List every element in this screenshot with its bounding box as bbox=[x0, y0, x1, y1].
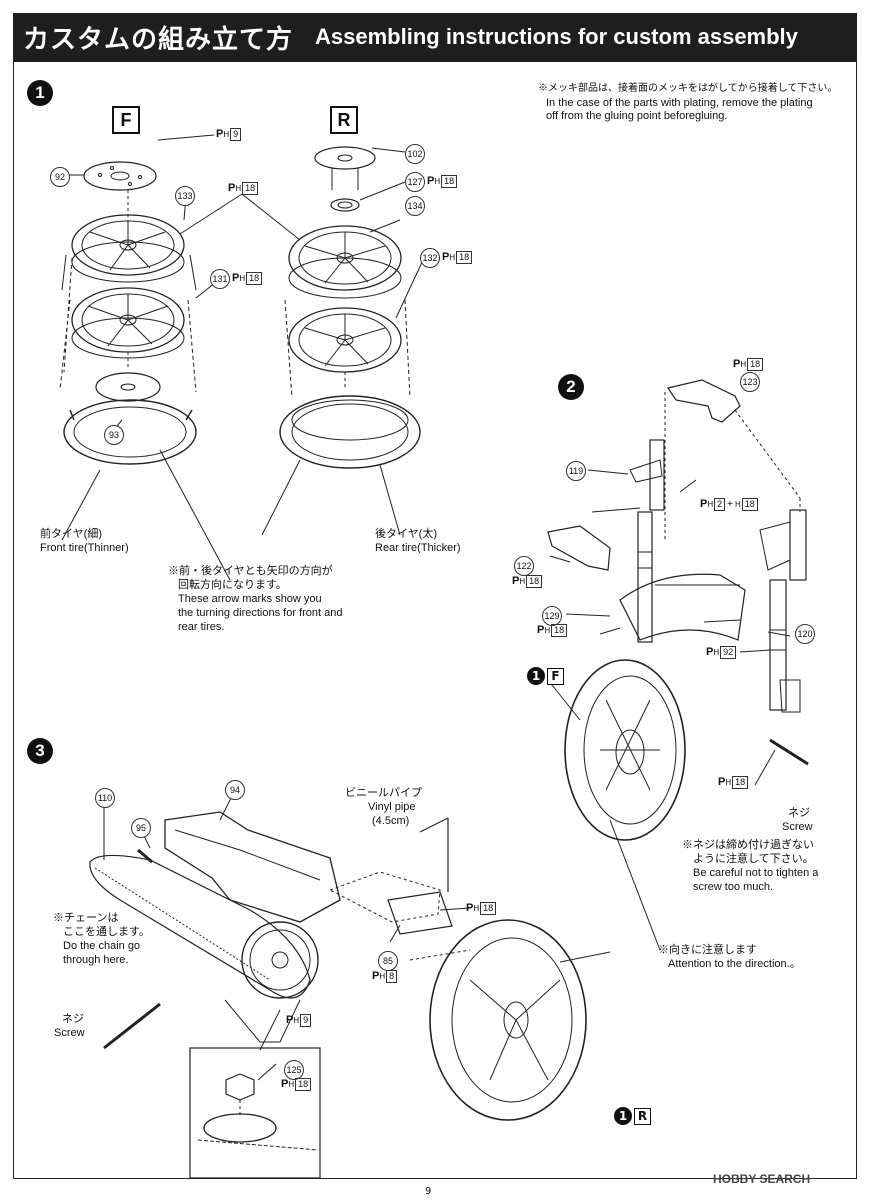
arrow-note-en-1: These arrow marks show you bbox=[178, 593, 322, 605]
step-1-badge: 1 bbox=[27, 80, 53, 106]
screw2-label-en: Screw bbox=[54, 1027, 85, 1039]
front-tire-label-jp: 前タイヤ(細) bbox=[40, 528, 102, 540]
chain-note-en-2: through here. bbox=[63, 954, 129, 966]
title-jp: カスタムの組み立て方 bbox=[23, 24, 294, 55]
page-number: 9 bbox=[425, 1186, 432, 1197]
part-110: 110 bbox=[95, 788, 115, 808]
front-wheel-exploded bbox=[59, 161, 197, 465]
front-box-label: F bbox=[112, 106, 140, 134]
part-133: 133 bbox=[175, 186, 195, 206]
part-122: 122 bbox=[514, 556, 534, 576]
part-94: 94 bbox=[225, 780, 245, 800]
direction-note-jp: ※向きに注意します bbox=[658, 944, 757, 956]
arrow-note-jp-2: 回転方向になります。 bbox=[178, 579, 287, 591]
plating-note-en-2: off from the gluing point beforegluing. bbox=[546, 110, 728, 122]
part-85: 85 bbox=[378, 951, 398, 971]
page-header: カスタムの組み立て方 Assembling instructions for c… bbox=[13, 13, 857, 61]
part-102: 102 bbox=[405, 144, 425, 164]
part-129: 129 bbox=[542, 606, 562, 626]
screw-note-en-1: Be careful not to tighten a bbox=[693, 867, 819, 879]
screw-label-en: Screw bbox=[782, 821, 813, 833]
part-92: 92 bbox=[50, 167, 70, 187]
rear-wheel-exploded bbox=[279, 146, 421, 469]
direction-note-en: Attention to the direction.。 bbox=[668, 958, 801, 970]
watermark: HOBBY SEARCH bbox=[713, 1172, 811, 1186]
chain-note-jp-1: ※チェーンは bbox=[53, 912, 119, 924]
rear-tire-label-jp: 後タイヤ(太) bbox=[375, 528, 437, 540]
title-en: Assembling instructions for custom assem… bbox=[315, 24, 798, 49]
plating-note-jp: ※メッキ部品は、接着面のメッキをはがしてから接着して下さい。 bbox=[538, 83, 838, 94]
part-119: 119 bbox=[566, 461, 586, 481]
chain-note-jp-2: ここを通します。 bbox=[63, 926, 150, 938]
vinyl-pipe-length: (4.5cm) bbox=[372, 815, 410, 827]
arrow-note-en-2: the turning directions for front and bbox=[178, 607, 343, 619]
front-tire-label-en: Front tire(Thinner) bbox=[40, 542, 129, 554]
arrow-note-jp-1: ※前・後タイヤとも矢印の方向が bbox=[168, 565, 333, 577]
vinyl-pipe-en: Vinyl pipe bbox=[368, 801, 416, 813]
part-131: 131 bbox=[210, 269, 230, 289]
front-fork-assembly bbox=[547, 379, 809, 841]
screw2-label-jp: ネジ bbox=[62, 1013, 84, 1025]
plating-note-en-1: In the case of the parts with plating, r… bbox=[546, 97, 813, 109]
part-120: 120 bbox=[795, 624, 815, 644]
step-2-badge: 2 bbox=[558, 374, 584, 400]
screw-note-jp-1: ※ネジは締め付け過ぎない bbox=[682, 839, 814, 851]
part-95: 95 bbox=[131, 818, 151, 838]
part-93: 93 bbox=[104, 425, 124, 445]
part-132: 132 bbox=[420, 248, 440, 268]
content-frame bbox=[13, 61, 857, 1179]
vinyl-pipe-jp: ビニールパイプ bbox=[345, 787, 422, 799]
part-125: 125 bbox=[284, 1060, 304, 1080]
screw-label-jp: ネジ bbox=[788, 807, 810, 819]
arrow-note-en-3: rear tires. bbox=[178, 621, 225, 633]
screw-note-en-2: screw too much. bbox=[693, 881, 774, 893]
step-3-badge: 3 bbox=[27, 738, 53, 764]
swing-arm-assembly bbox=[89, 811, 587, 1179]
chain-note-en-1: Do the chain go bbox=[63, 940, 141, 952]
screw-note-jp-2: ように注意して下さい。 bbox=[693, 853, 814, 865]
rear-box-label: R bbox=[330, 106, 358, 134]
part-134: 134 bbox=[405, 196, 425, 216]
rear-tire-label-en: Rear tire(Thicker) bbox=[375, 542, 461, 554]
part-123: 123 bbox=[740, 372, 760, 392]
part-127: 127 bbox=[405, 172, 425, 192]
